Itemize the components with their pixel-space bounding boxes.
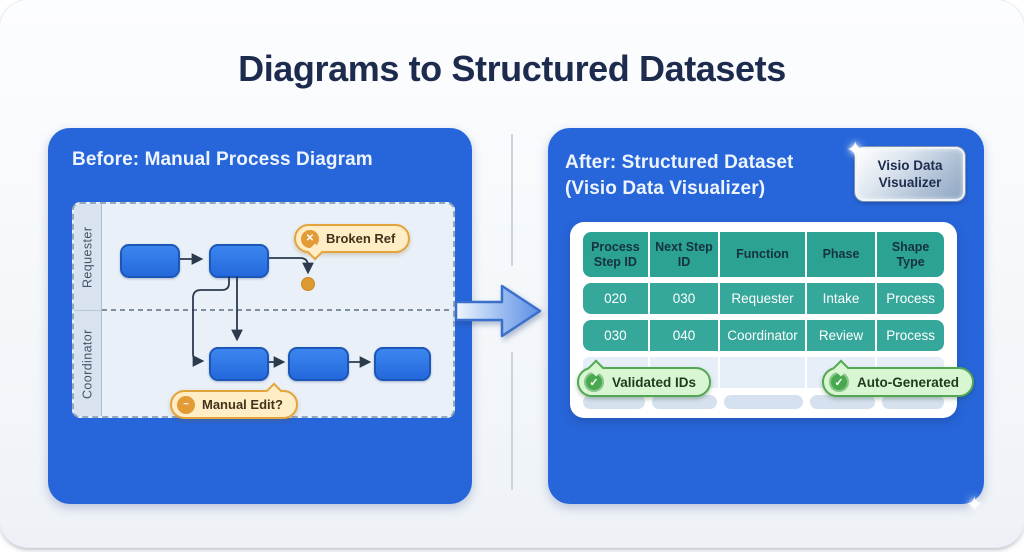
table-cell: 040 — [650, 320, 721, 351]
lane-label-requester: Requester — [74, 204, 101, 311]
table-cell: 030 — [583, 320, 650, 351]
table-cell: Process — [886, 291, 935, 306]
table-cell: Intake — [807, 283, 878, 314]
check-icon: ✓ — [584, 372, 604, 392]
process-box-2 — [209, 244, 269, 278]
center-divider-line — [511, 134, 513, 266]
center-divider-line — [511, 352, 513, 490]
column-header: Next Step ID — [650, 232, 721, 277]
check-icon: ✓ — [829, 372, 849, 392]
table-cell: Requester — [720, 283, 807, 314]
visio-badge-label: Visio Data Visualizer — [877, 158, 943, 190]
manual-edit-callout: ~ Manual Edit? — [170, 382, 298, 419]
table-placeholder-row — [583, 395, 944, 409]
table-cell: 020 — [583, 283, 650, 314]
auto-generated-badge: ✓ Auto-Generated — [822, 359, 975, 397]
before-panel-title: Before: Manual Process Diagram — [72, 149, 373, 170]
column-header: Phase — [807, 232, 878, 277]
validated-ids-badge: ✓ Validated IDs — [577, 359, 712, 397]
table-cell: Process — [886, 328, 935, 343]
broken-ref-callout: ✕ Broken Ref — [294, 224, 411, 261]
table-header-row: Process Step ID Next Step ID Function Ph… — [583, 232, 944, 277]
broken-x-icon: ✕ — [301, 229, 319, 248]
manual-edit-label: Manual Edit? — [202, 397, 283, 412]
validated-ids-label: Validated IDs — [612, 374, 697, 390]
sparkle-icon: ✦ — [966, 494, 983, 516]
after-title-line2: (Visio Data Visualizer) — [565, 178, 766, 199]
process-box-3 — [209, 347, 269, 381]
transform-arrow-icon — [454, 284, 542, 338]
column-header: Shape Type — [891, 239, 930, 269]
table-cell: Review — [807, 320, 878, 351]
process-box-5 — [374, 347, 431, 381]
after-title-line1: After: Structured Dataset — [565, 152, 794, 173]
auto-generated-label: Auto-Generated — [857, 374, 960, 390]
column-header: Process Step ID — [583, 232, 650, 277]
broken-ref-label: Broken Ref — [326, 231, 396, 246]
lane-label-coordinator: Coordinator — [80, 329, 95, 399]
process-box-1 — [120, 244, 180, 278]
swimlane-label-column: Requester Coordinator — [74, 204, 102, 416]
after-panel: After: Structured Dataset (Visio Data Vi… — [548, 128, 984, 504]
sparkle-icon: ✦ — [846, 137, 865, 162]
visio-data-visualizer-badge: Visio Data Visualizer ✦ — [846, 137, 965, 201]
broken-endpoint-dot — [301, 277, 315, 291]
before-panel: Before: Manual Process Diagram Requester… — [48, 128, 472, 504]
table-row: 020 030 Requester Intake Process — [583, 283, 944, 314]
table-cell: Coordinator — [720, 320, 807, 351]
table-cell: 030 — [650, 283, 721, 314]
column-header: Function — [720, 232, 807, 277]
manual-tilde-icon: ~ — [177, 395, 195, 414]
process-box-4 — [288, 347, 349, 381]
page-title: Diagrams to Structured Datasets — [238, 48, 786, 89]
after-panel-title: After: Structured Dataset (Visio Data Vi… — [565, 150, 793, 202]
table-row: 030 040 Coordinator Review Process — [583, 320, 944, 351]
